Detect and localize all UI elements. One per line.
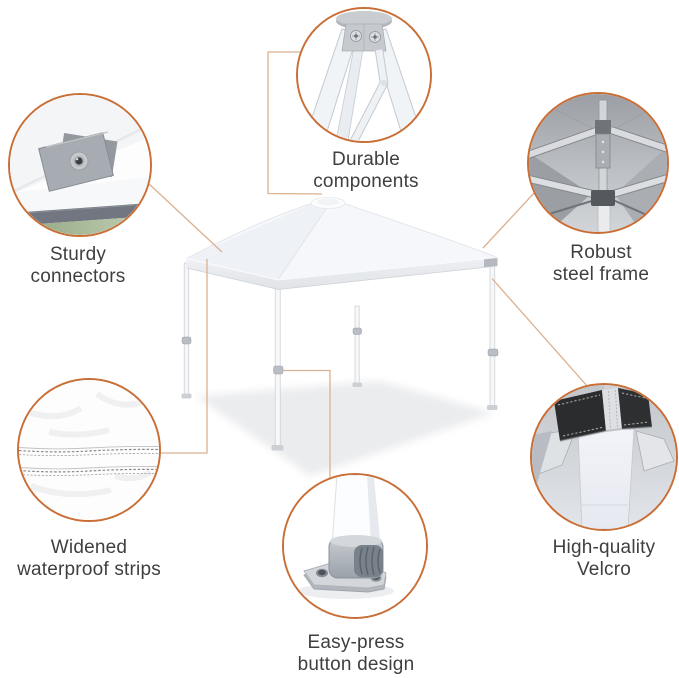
label-line: steel frame — [552, 263, 650, 285]
label-line: Sturdy — [49, 244, 107, 265]
feature-label-sturdy-connectors: Sturdy connectors — [0, 244, 168, 287]
connector-easy-press-button — [283, 369, 331, 479]
seam-stitches — [19, 445, 159, 477]
label-line: Robust — [570, 242, 632, 263]
feature-photo-easy-press-button — [282, 473, 428, 619]
tent-valance — [186, 257, 498, 290]
feature-photo-durable-components — [296, 7, 432, 143]
feature-label-widened-waterproof-strips: Widened waterproof strips — [0, 537, 179, 580]
truss-bars — [529, 126, 667, 198]
connector-durable-components — [267, 51, 323, 195]
connector-widened-waterproof-strips — [159, 259, 208, 454]
feature-label-durable-components: Durable components — [276, 149, 456, 192]
tent-legs — [181, 260, 499, 451]
press-button-collar — [328, 535, 384, 579]
feature-photo-high-quality-velcro — [530, 383, 678, 531]
feature-label-easy-press-button: Easy-press button design — [266, 632, 446, 675]
label-line: Widened — [50, 537, 128, 558]
connector-bolt — [69, 151, 89, 171]
connector-robust-steel-frame — [482, 191, 536, 249]
label-line: components — [313, 170, 419, 192]
label-line: waterproof strips — [17, 558, 161, 580]
feature-label-high-quality-velcro: High-quality Velcro — [514, 537, 679, 580]
label-line: button design — [297, 653, 415, 675]
connector-high-quality-velcro — [491, 278, 589, 388]
tent-ground-shadow — [196, 381, 494, 476]
bolt-heads — [350, 30, 381, 43]
label-line: connectors — [30, 265, 126, 287]
feature-photo-sturdy-connectors — [8, 93, 152, 237]
label-line: Velcro — [576, 558, 631, 580]
feature-photo-robust-steel-frame — [527, 92, 669, 234]
label-line: High-quality — [552, 537, 656, 558]
label-line: Durable — [332, 149, 400, 170]
connector-sturdy-connectors — [147, 182, 223, 253]
feature-photo-widened-waterproof-strips — [17, 378, 161, 522]
velcro-strap — [554, 388, 652, 441]
tent-roof — [185, 197, 498, 281]
feature-label-robust-steel-frame: Robust steel frame — [511, 242, 679, 285]
label-line: Easy-press — [307, 632, 405, 653]
